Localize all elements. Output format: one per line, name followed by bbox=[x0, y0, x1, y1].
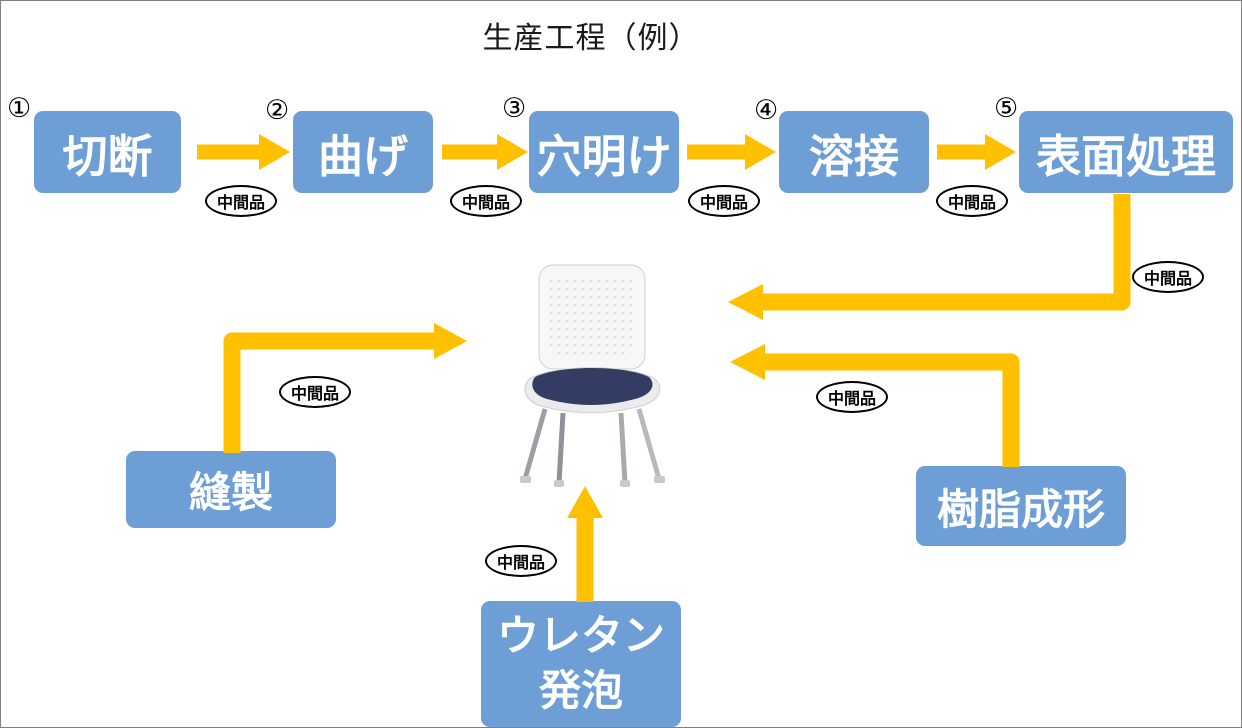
process-label-sewing: 縫製 bbox=[188, 469, 273, 516]
diagram-title: 生産工程（例） bbox=[482, 22, 700, 55]
arrow-step1-step2 bbox=[197, 134, 290, 170]
step2-number: ② bbox=[265, 95, 290, 125]
process-box-bending: 曲げ bbox=[293, 111, 433, 193]
arrow-urethane-to-chair bbox=[567, 486, 603, 602]
step4-number: ④ bbox=[754, 95, 779, 125]
step5-number: ⑤ bbox=[994, 93, 1019, 123]
process-label-bending: 曲げ bbox=[317, 130, 408, 182]
process-label-cutting: 切断 bbox=[62, 130, 153, 182]
process-label-urethane-line1: ウレタン bbox=[496, 612, 665, 660]
process-label-surface-treatment: 表面処理 bbox=[1035, 130, 1216, 182]
process-box-cutting: 切断 bbox=[34, 111, 181, 193]
arrow-step2-step3 bbox=[442, 134, 528, 170]
intermediate-product-label: 中間品 bbox=[205, 185, 277, 217]
step3-number: ③ bbox=[502, 93, 527, 123]
intermediate-product-label: 中間品 bbox=[450, 185, 522, 217]
intermediate-product-label: 中間品 bbox=[279, 376, 351, 408]
arrow-step4-step5 bbox=[937, 134, 1016, 170]
intermediate-product-label: 中間品 bbox=[816, 381, 888, 413]
chair-illustration bbox=[520, 264, 665, 487]
arrow-step3-step4 bbox=[687, 134, 776, 170]
process-box-drilling: 穴明け bbox=[529, 111, 679, 193]
intermediate-product-label: 中間品 bbox=[936, 185, 1008, 217]
process-label-urethane-line2: 発泡 bbox=[538, 667, 623, 714]
intermediate-product-label: 中間品 bbox=[688, 185, 760, 217]
intermediate-product-label: 中間品 bbox=[1132, 261, 1204, 293]
intermediate-product-label: 中間品 bbox=[485, 545, 557, 577]
process-label-drilling: 穴明け bbox=[536, 130, 672, 182]
process-box-resin-molding: 樹脂成形 bbox=[916, 466, 1126, 546]
process-box-sewing: 縫製 bbox=[126, 451, 336, 528]
process-label-resin-molding: 樹脂成形 bbox=[936, 485, 1105, 533]
process-box-welding: 溶接 bbox=[779, 111, 929, 193]
process-label-welding: 溶接 bbox=[808, 130, 899, 182]
arrow-surface-treatment-to-chair bbox=[728, 194, 1131, 320]
process-box-urethane-foaming: ウレタン 発泡 bbox=[481, 601, 681, 727]
process-box-surface-treatment: 表面処理 bbox=[1019, 111, 1233, 193]
step1-number: ① bbox=[7, 93, 32, 123]
chair-image bbox=[475, 261, 697, 493]
